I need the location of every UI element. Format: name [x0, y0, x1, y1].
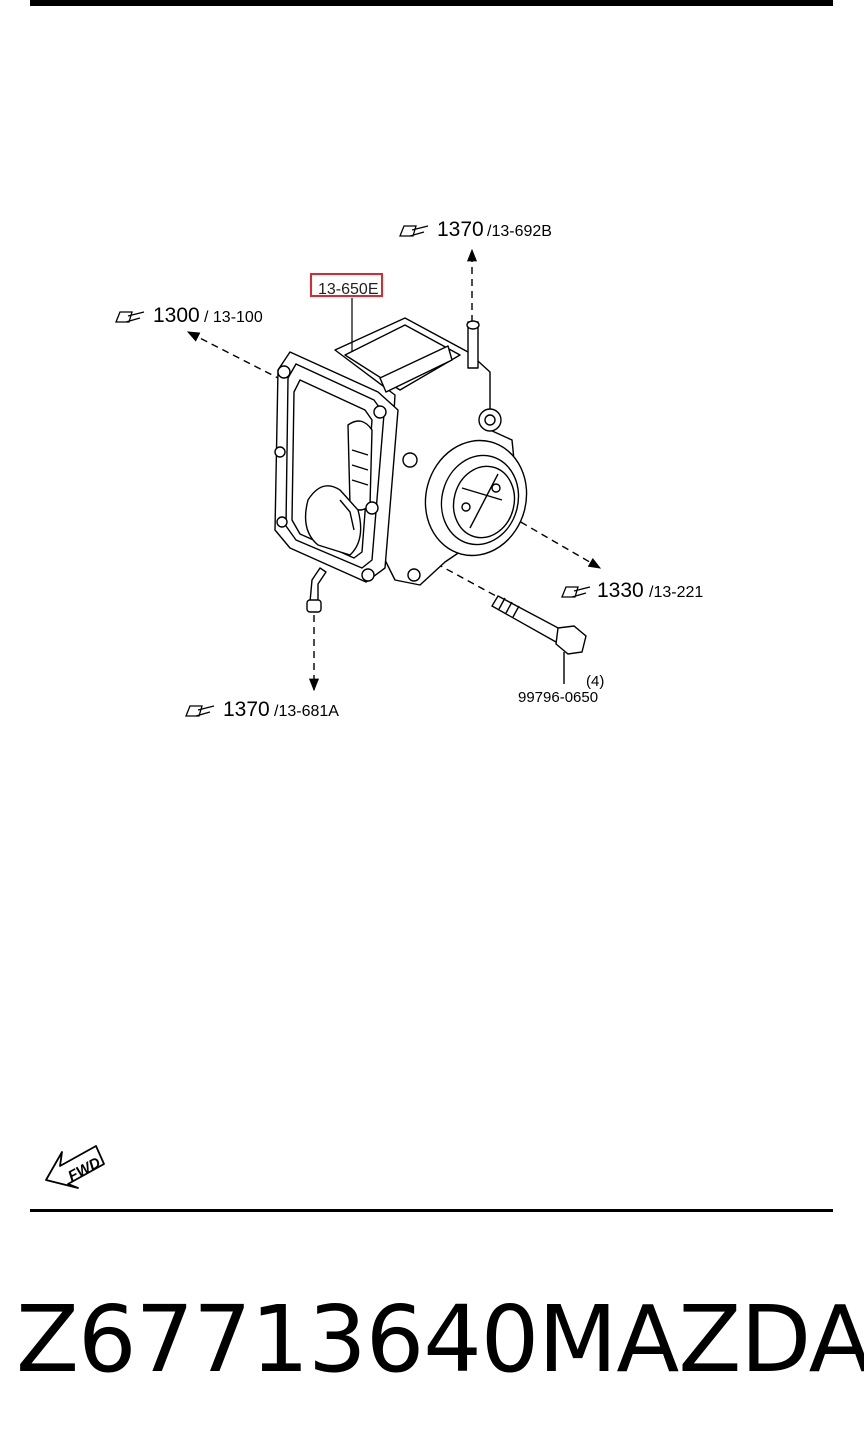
callout-left-ref: / 13-100: [204, 309, 263, 326]
book-icon: [561, 586, 591, 598]
callout-top-page: 1370: [437, 218, 484, 241]
fwd-arrow-icon: FWD: [45, 1145, 105, 1189]
bolt-quantity: (4): [586, 673, 604, 690]
bolt: [491, 595, 587, 684]
callout-left-page: 1300: [153, 304, 200, 327]
book-icon: [399, 225, 429, 237]
callout-right-page: 1330: [597, 579, 644, 602]
highlight-box: [310, 273, 383, 297]
top-rule: [30, 0, 833, 6]
highlighted-part-label: 13-650E: [318, 281, 379, 298]
part-number: Z67713640: [16, 1286, 539, 1393]
callout-bottom-page: 1370: [223, 698, 270, 721]
callout-bottom-ref: /13-681A: [274, 703, 339, 720]
callout-right-ref: /13-221: [649, 584, 703, 601]
bottom-rule: [30, 1209, 833, 1212]
leader-right: [499, 509, 602, 569]
book-icon-group: [115, 225, 591, 717]
bolt-part-number: 99796-0650: [518, 689, 598, 706]
brand-name: MAZDA: [538, 1286, 864, 1393]
footer: Z67713640 MAZDA: [0, 1290, 864, 1400]
throttle-body: [274, 317, 528, 613]
book-icon: [185, 705, 215, 717]
throttle-body-diagram: 13-650E 1370 /13-692B 1300 / 13-100 1330…: [45, 218, 703, 1189]
leader-left: [186, 331, 283, 381]
book-icon: [115, 311, 145, 323]
callout-top-ref: /13-692B: [487, 223, 552, 240]
